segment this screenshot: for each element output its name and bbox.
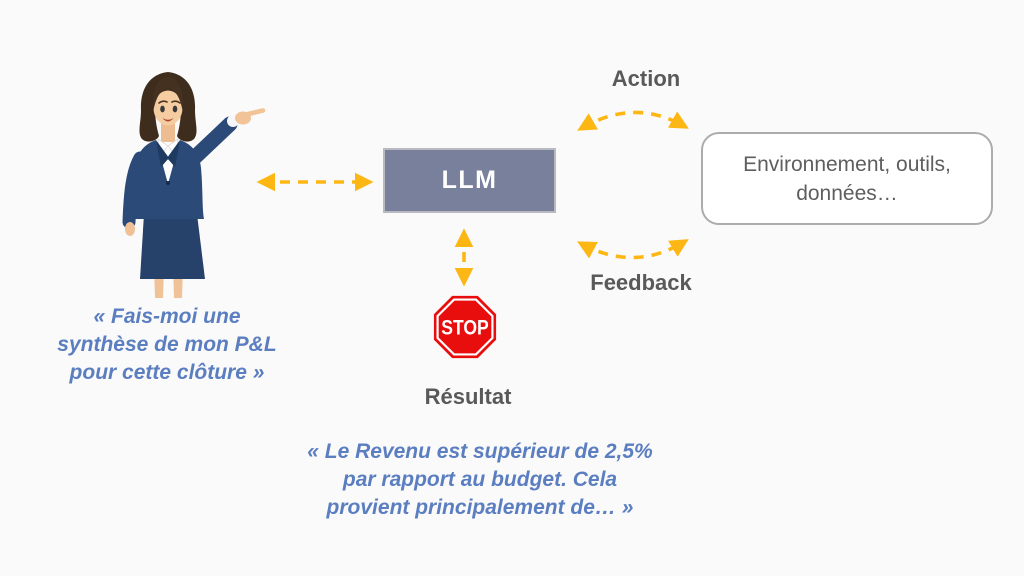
stop-sign-icon: STOP: [433, 295, 497, 359]
quote-line: synthèse de mon P&L: [57, 333, 277, 356]
user-request-quote: « Fais-moi une synthèse de mon P&L pour …: [22, 303, 312, 387]
businesswoman-icon: [122, 72, 266, 298]
llm-box: LLM: [383, 148, 556, 213]
llm-label: LLM: [441, 166, 498, 194]
llm-answer-quote: « Le Revenu est supérieur de 2,5% par ra…: [254, 438, 706, 522]
environment-text-line1: Environnement, outils,: [743, 152, 951, 176]
businesswoman-illustration: [116, 66, 268, 300]
quote-line: pour cette clôture »: [69, 361, 265, 384]
action-arc-arrow-icon: [577, 110, 689, 131]
feedback-label: Feedback: [590, 270, 692, 295]
quote-line: « Le Revenu est supérieur de 2,5%: [307, 440, 653, 463]
environment-box: Environnement, outils, données…: [701, 132, 993, 225]
environment-text-line2: données…: [796, 181, 898, 205]
stop-text: STOP: [441, 316, 489, 339]
quote-line: provient principalement de… »: [326, 496, 634, 519]
quote-line: « Fais-moi une: [93, 305, 241, 328]
woman-figure: [122, 72, 266, 298]
quote-line: par rapport au budget. Cela: [342, 468, 618, 491]
action-label: Action: [611, 66, 681, 91]
resultat-label: Résultat: [424, 384, 512, 409]
stop-sign: STOP: [433, 294, 497, 360]
feedback-arc-arrow-icon: [577, 239, 689, 260]
